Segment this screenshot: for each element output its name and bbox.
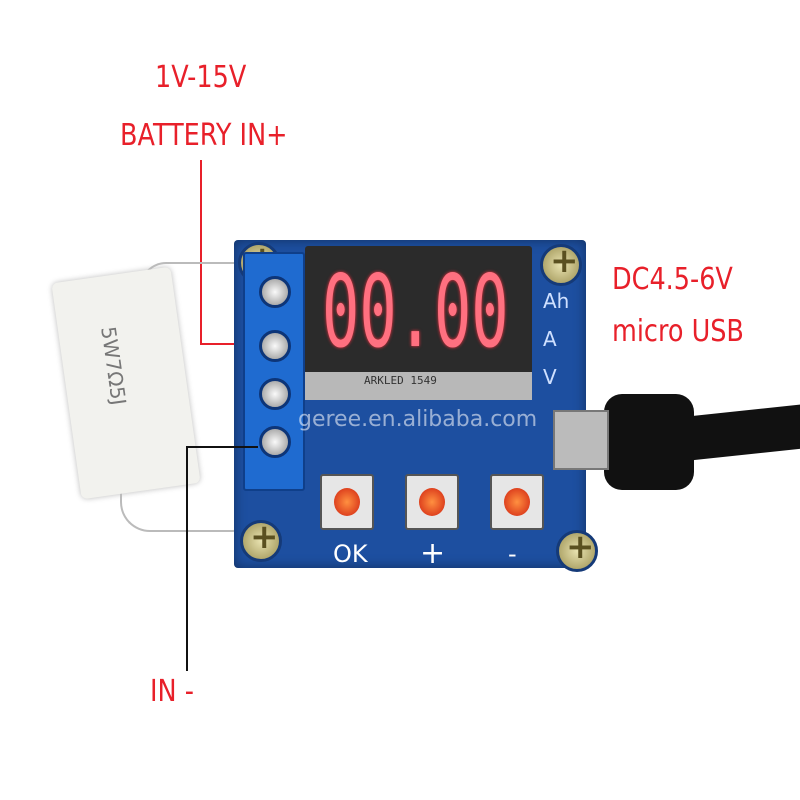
- usb-cable: [678, 402, 800, 462]
- minus-button[interactable]: [490, 474, 544, 530]
- unit-a: A: [543, 327, 557, 351]
- in-minus-pointer-line-h: [186, 446, 258, 448]
- micro-usb-port[interactable]: [553, 410, 609, 470]
- dc-input-label: DC4.5-6V: [612, 262, 733, 297]
- mount-screw-icon: [556, 527, 598, 572]
- battery-pointer-line: [200, 160, 202, 345]
- voltage-range-label: 1V-15V: [155, 60, 247, 95]
- terminal-screw[interactable]: [259, 330, 291, 362]
- usb-label: micro USB: [612, 314, 744, 349]
- unit-ah: Ah: [543, 289, 570, 313]
- plus-button[interactable]: [405, 474, 459, 530]
- plus-label: +: [420, 536, 446, 571]
- display-base: [305, 372, 532, 400]
- terminal-screw[interactable]: [259, 426, 291, 458]
- in-minus-pointer-line: [186, 446, 188, 671]
- screw-terminal-block: [243, 252, 305, 491]
- in-minus-label: IN -: [150, 674, 194, 709]
- terminal-screw[interactable]: [259, 378, 291, 410]
- ok-button[interactable]: [320, 474, 374, 530]
- minus-label: -: [508, 540, 517, 568]
- ok-label: OK: [333, 540, 368, 568]
- display-reading: 00.00: [322, 253, 509, 370]
- battery-pointer-line-h: [200, 343, 260, 345]
- battery-in-label: BATTERY IN+: [120, 118, 288, 153]
- watermark: geree.en.alibaba.com: [298, 407, 538, 432]
- terminal-screw[interactable]: [259, 276, 291, 308]
- unit-v: V: [543, 365, 557, 389]
- mount-screw-icon: [240, 517, 282, 562]
- usb-plug: [604, 394, 694, 490]
- led-display: [305, 246, 532, 386]
- mount-screw-icon: [540, 241, 582, 286]
- display-part-number: ARKLED 1549: [364, 374, 437, 387]
